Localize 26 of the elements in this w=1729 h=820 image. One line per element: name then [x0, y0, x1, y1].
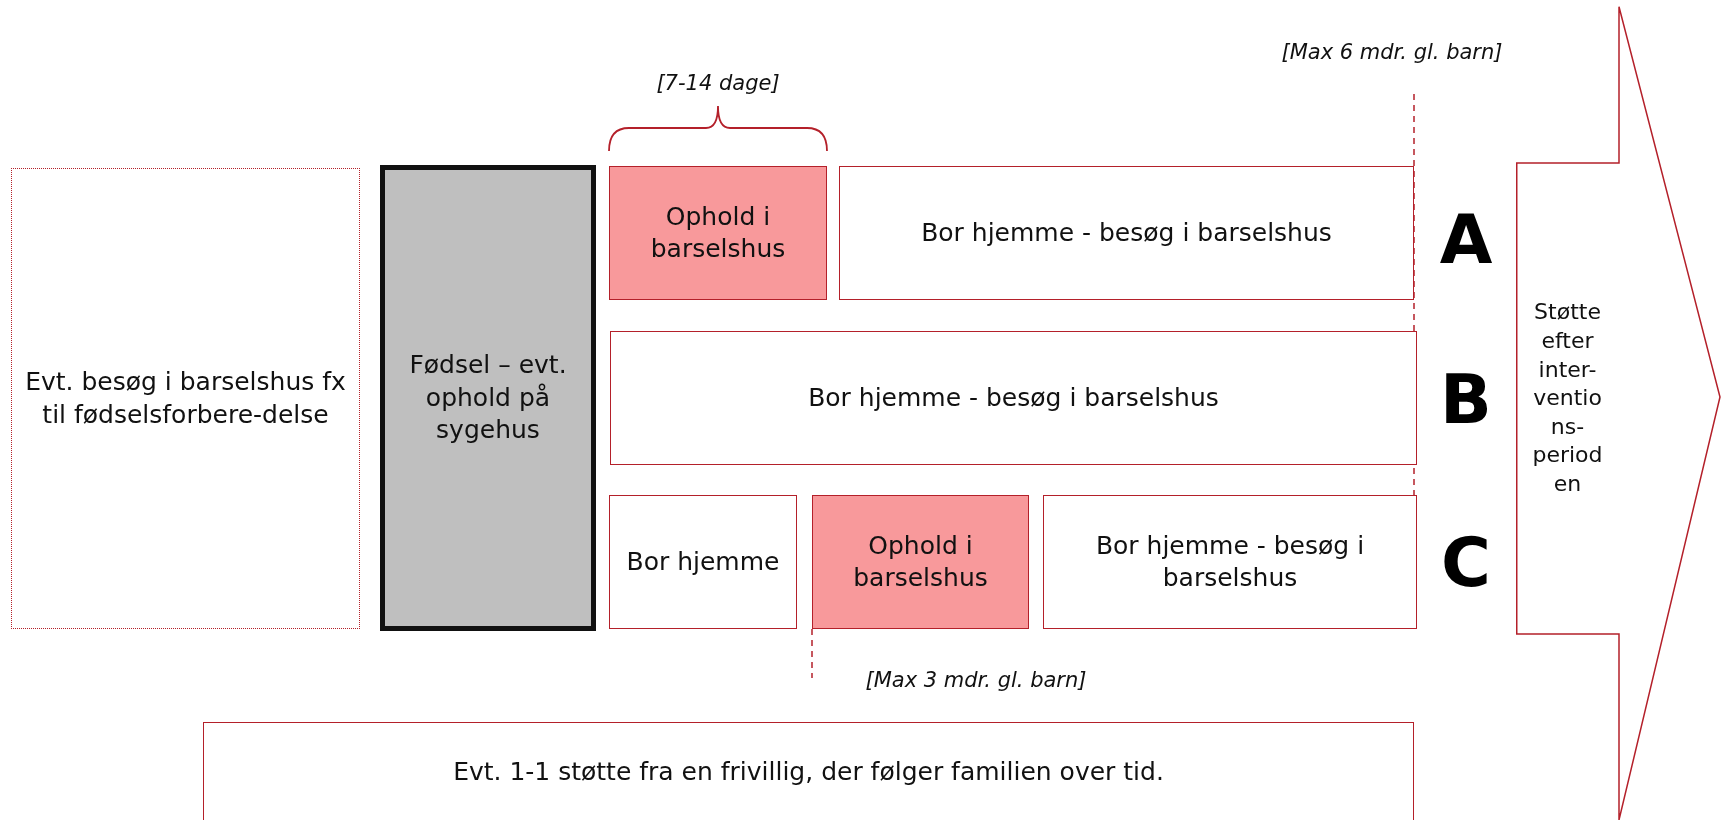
process-box: [203, 722, 1414, 820]
process-box: [1043, 495, 1417, 629]
note-label: [Max 6 mdr. gl. barn]: [1281, 40, 1503, 64]
dotted-box: [11, 168, 360, 629]
arrow-label: Støtte efter inter-ventio ns-period en: [1531, 298, 1604, 498]
process-box: [380, 165, 596, 631]
process-box: [839, 166, 1414, 300]
highlight-box: [609, 166, 827, 300]
row-letter: C: [1441, 529, 1491, 597]
highlight-box: [812, 495, 1029, 629]
box-label: Fødsel – evt. ophold på sygehus: [408, 349, 568, 447]
box-label: Evt. besøg i barselshus fx til fødselsforbere-delse: [24, 366, 347, 431]
note-label: [Max 3 mdr. gl. barn]: [865, 668, 1087, 692]
box-label: Ophold i barselshus: [649, 200, 787, 265]
block-arrow: [1516, 6, 1721, 820]
process-box: [609, 495, 797, 629]
box-label: Evt. 1-1 støtte fra en frivillig, der følger familien over tid.: [452, 756, 1165, 789]
box-label: Bor hjemme: [625, 545, 781, 578]
box-label: Bor hjemme - besøg i barselshus: [920, 216, 1333, 249]
row-letter: A: [1439, 206, 1493, 274]
box-label: Bor hjemme - besøg i barselshus: [807, 381, 1220, 414]
box-label: Ophold i barselshus: [852, 529, 989, 594]
process-box: [610, 331, 1417, 465]
box-label: Bor hjemme - besøg i barselshus: [1094, 529, 1366, 594]
row-letter: B: [1440, 366, 1492, 434]
duration-label: [7-14 dage]: [656, 71, 780, 95]
